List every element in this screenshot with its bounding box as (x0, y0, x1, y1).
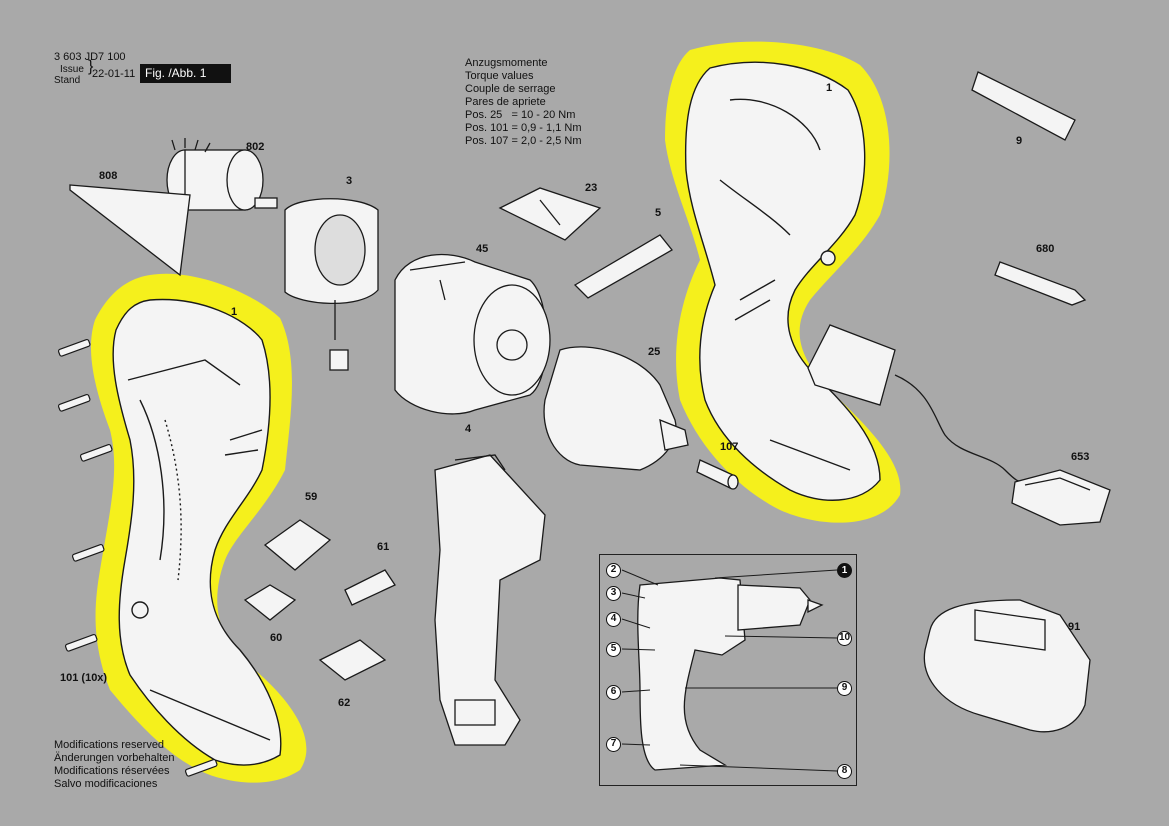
inset-callout-4: 4 (606, 612, 621, 627)
inset-callout-6: 6 (606, 685, 621, 700)
inset-callout-3: 3 (606, 586, 621, 601)
inset-callout-8: 8 (837, 764, 852, 779)
inset-callout-2: 2 (606, 563, 621, 578)
screws-101 (57, 339, 218, 777)
doc-number: 3 603 JD7 100 (54, 51, 126, 63)
electronics-4 (434, 454, 546, 746)
slider-23 (498, 187, 602, 241)
strip-808 (69, 184, 191, 277)
part-label-60: 60 (270, 632, 283, 644)
part-label-45: 45 (476, 243, 489, 255)
issue-date: 22-01-11 (92, 68, 136, 80)
modifications-line: Modifications réservées (54, 765, 170, 777)
figure-badge: Fig. /Abb. 1 (140, 64, 231, 83)
screw-107 (696, 459, 739, 490)
part-label-5: 5 (655, 207, 662, 219)
torque-value: Pos. 101 = 0,9 - 1,1 Nm (465, 122, 582, 134)
part-label-25: 25 (648, 346, 661, 358)
part-label-3: 3 (346, 175, 353, 187)
torque-value: Pos. 107 = 2,0 - 2,5 Nm (465, 135, 582, 147)
part-label-91: 91 (1068, 621, 1081, 633)
part-label-59: 59 (305, 491, 318, 503)
inset-overview-box (599, 554, 857, 786)
torque-line: Couple de serrage (465, 83, 556, 95)
charger-653 (1011, 469, 1111, 526)
inset-callout-7: 7 (606, 737, 621, 752)
inset-callout-5: 5 (606, 642, 621, 657)
modifications-line: Modifications reserved (54, 739, 165, 751)
part-label-808: 808 (99, 170, 118, 182)
torque-line: Torque values (465, 70, 534, 82)
part-label-61: 61 (377, 541, 390, 553)
battery-91 (923, 599, 1091, 733)
part-label-101: 101 (10x) (60, 672, 108, 684)
gearbox-45 (394, 253, 551, 415)
part-label-1-right: 1 (826, 82, 833, 94)
inset-callout-9: 9 (837, 681, 852, 696)
torque-line: Pares de apriete (465, 96, 546, 108)
stand-label: Stand (54, 75, 81, 86)
chuck-25 (543, 346, 689, 471)
modifications-line: Salvo modificaciones (54, 778, 158, 790)
torque-line: Anzugsmomente (465, 57, 548, 69)
bit-680 (994, 261, 1087, 306)
housing-left (112, 298, 282, 766)
part-label-4: 4 (465, 423, 472, 435)
inset-callout-1: 1 (837, 563, 852, 578)
switch-cover-5 (573, 234, 673, 299)
small-parts (243, 519, 396, 681)
part-label-1-left: 1 (231, 306, 238, 318)
torque-value: Pos. 25 = 10 - 20 Nm (465, 109, 576, 121)
part-label-680: 680 (1036, 243, 1055, 255)
part-label-23: 23 (585, 182, 598, 194)
part-label-107: 107 (720, 441, 739, 453)
motor-housing-3 (284, 198, 379, 371)
modifications-note: Modifications reserved Änderungen vorbeh… (54, 739, 174, 791)
bracket-glyph: } (88, 58, 94, 75)
part-label-62: 62 (338, 697, 351, 709)
torque-block: Anzugsmomente Torque values Couple de se… (465, 57, 581, 148)
inset-leaders (621, 569, 838, 772)
plate-9 (971, 71, 1076, 141)
housing-right (684, 61, 881, 501)
issue-label: Issue (60, 64, 84, 75)
charger-cable (807, 324, 1031, 483)
inset-callout-10: 10 (837, 631, 852, 646)
part-label-9: 9 (1016, 135, 1023, 147)
modifications-line: Änderungen vorbehalten (54, 752, 175, 764)
part-label-653: 653 (1071, 451, 1090, 463)
part-label-802: 802 (246, 141, 265, 153)
